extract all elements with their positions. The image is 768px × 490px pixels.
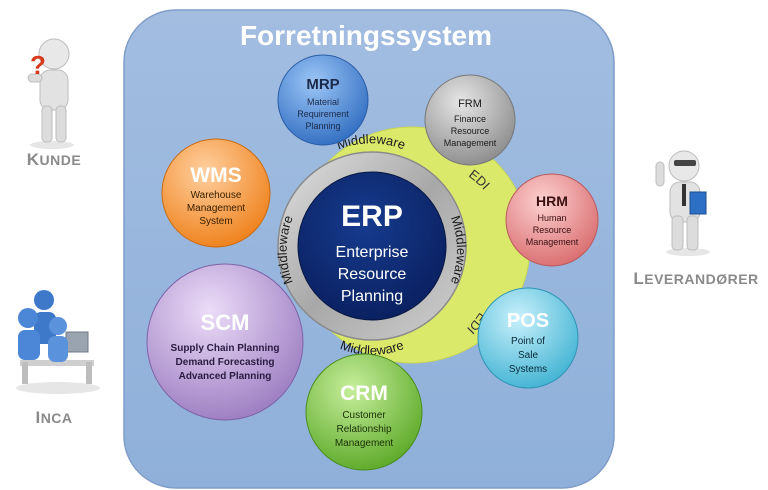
erp-circle [297,171,447,321]
svg-text:Middleware: Middleware [275,213,296,286]
crm-line3: Management [335,438,394,449]
mrp-abbr: MRP [306,76,339,93]
scm-line1: Supply Chain Planning [171,343,280,354]
crm-line1: Customer [342,410,386,421]
module-pos: POS Point of Sale Systems [477,287,579,389]
module-hrm: HRM Human Resource Management [505,173,599,267]
hrm-abbr: HRM [536,193,568,209]
module-frm: FRM Finance Resource Management [424,74,516,166]
kunde-figure-icon: ? [27,38,74,149]
inca-label-rest: NCA [40,410,73,426]
pos-abbr: POS [507,310,549,332]
crm-abbr: CRM [340,382,388,405]
hrm-line1: Human [537,213,566,223]
module-mrp: MRP Material Requirement Planning [277,54,369,146]
kunde-label-initial: K [26,150,40,169]
svg-text:Middleware: Middleware [335,131,408,152]
kunde-label-rest: UNDE [39,152,82,168]
leverandorer-label-rest: EVERANDØRER [644,271,759,287]
module-scm: SCM Supply Chain Planning Demand Forecas… [146,263,304,421]
frm-abbr: FRM [458,98,482,110]
svg-text:Middleware: Middleware [448,214,469,287]
question-mark-icon: ? [30,50,46,80]
leverandorer-label-initial: L [633,269,645,288]
module-crm: CRM Customer Relationship Management [305,353,423,471]
pos-line3: Systems [509,364,547,375]
inca-label: INCA [14,408,94,428]
wms-line2: Management [187,203,246,214]
erp-line2: Resource [338,266,407,283]
mrp-line2: Requirement [297,109,349,119]
middleware-label-left: Middleware [275,213,296,286]
module-wms: WMS Warehouse Management System [161,138,271,248]
frm-line3: Management [444,138,497,148]
wms-abbr: WMS [190,164,241,187]
middleware-label-top: Middleware [335,131,408,152]
inca-team-icon [16,290,100,394]
leverandorer-label: LEVERANDØRER [630,269,762,289]
wms-line1: Warehouse [191,190,242,201]
mrp-line1: Material [307,97,339,107]
erp-line3: Planning [341,288,403,305]
leverandorer-figure-icon [655,150,710,256]
inca-label-initial: I [35,408,41,427]
kunde-label: KUNDE [14,150,94,170]
system-title: Forretningssystem [240,20,492,51]
mrp-line3: Planning [305,121,340,131]
frm-line2: Resource [451,126,490,136]
erp-abbr: ERP [341,200,403,233]
wms-line3: System [199,216,232,227]
erp-line1: Enterprise [336,244,409,261]
hrm-line3: Management [526,237,579,247]
pos-line1: Point of [511,336,545,347]
crm-line2: Relationship [336,424,391,435]
scm-line2: Demand Forecasting [176,357,275,368]
middleware-label-right: Middleware [448,214,469,287]
frm-line1: Finance [454,114,486,124]
scm-line3: Advanced Planning [179,371,272,382]
middleware-label-bottom: Middleware [338,337,405,358]
pos-line2: Sale [518,350,538,361]
hrm-line2: Resource [533,225,572,235]
scm-abbr: SCM [201,310,250,335]
svg-text:Middleware: Middleware [338,337,405,358]
